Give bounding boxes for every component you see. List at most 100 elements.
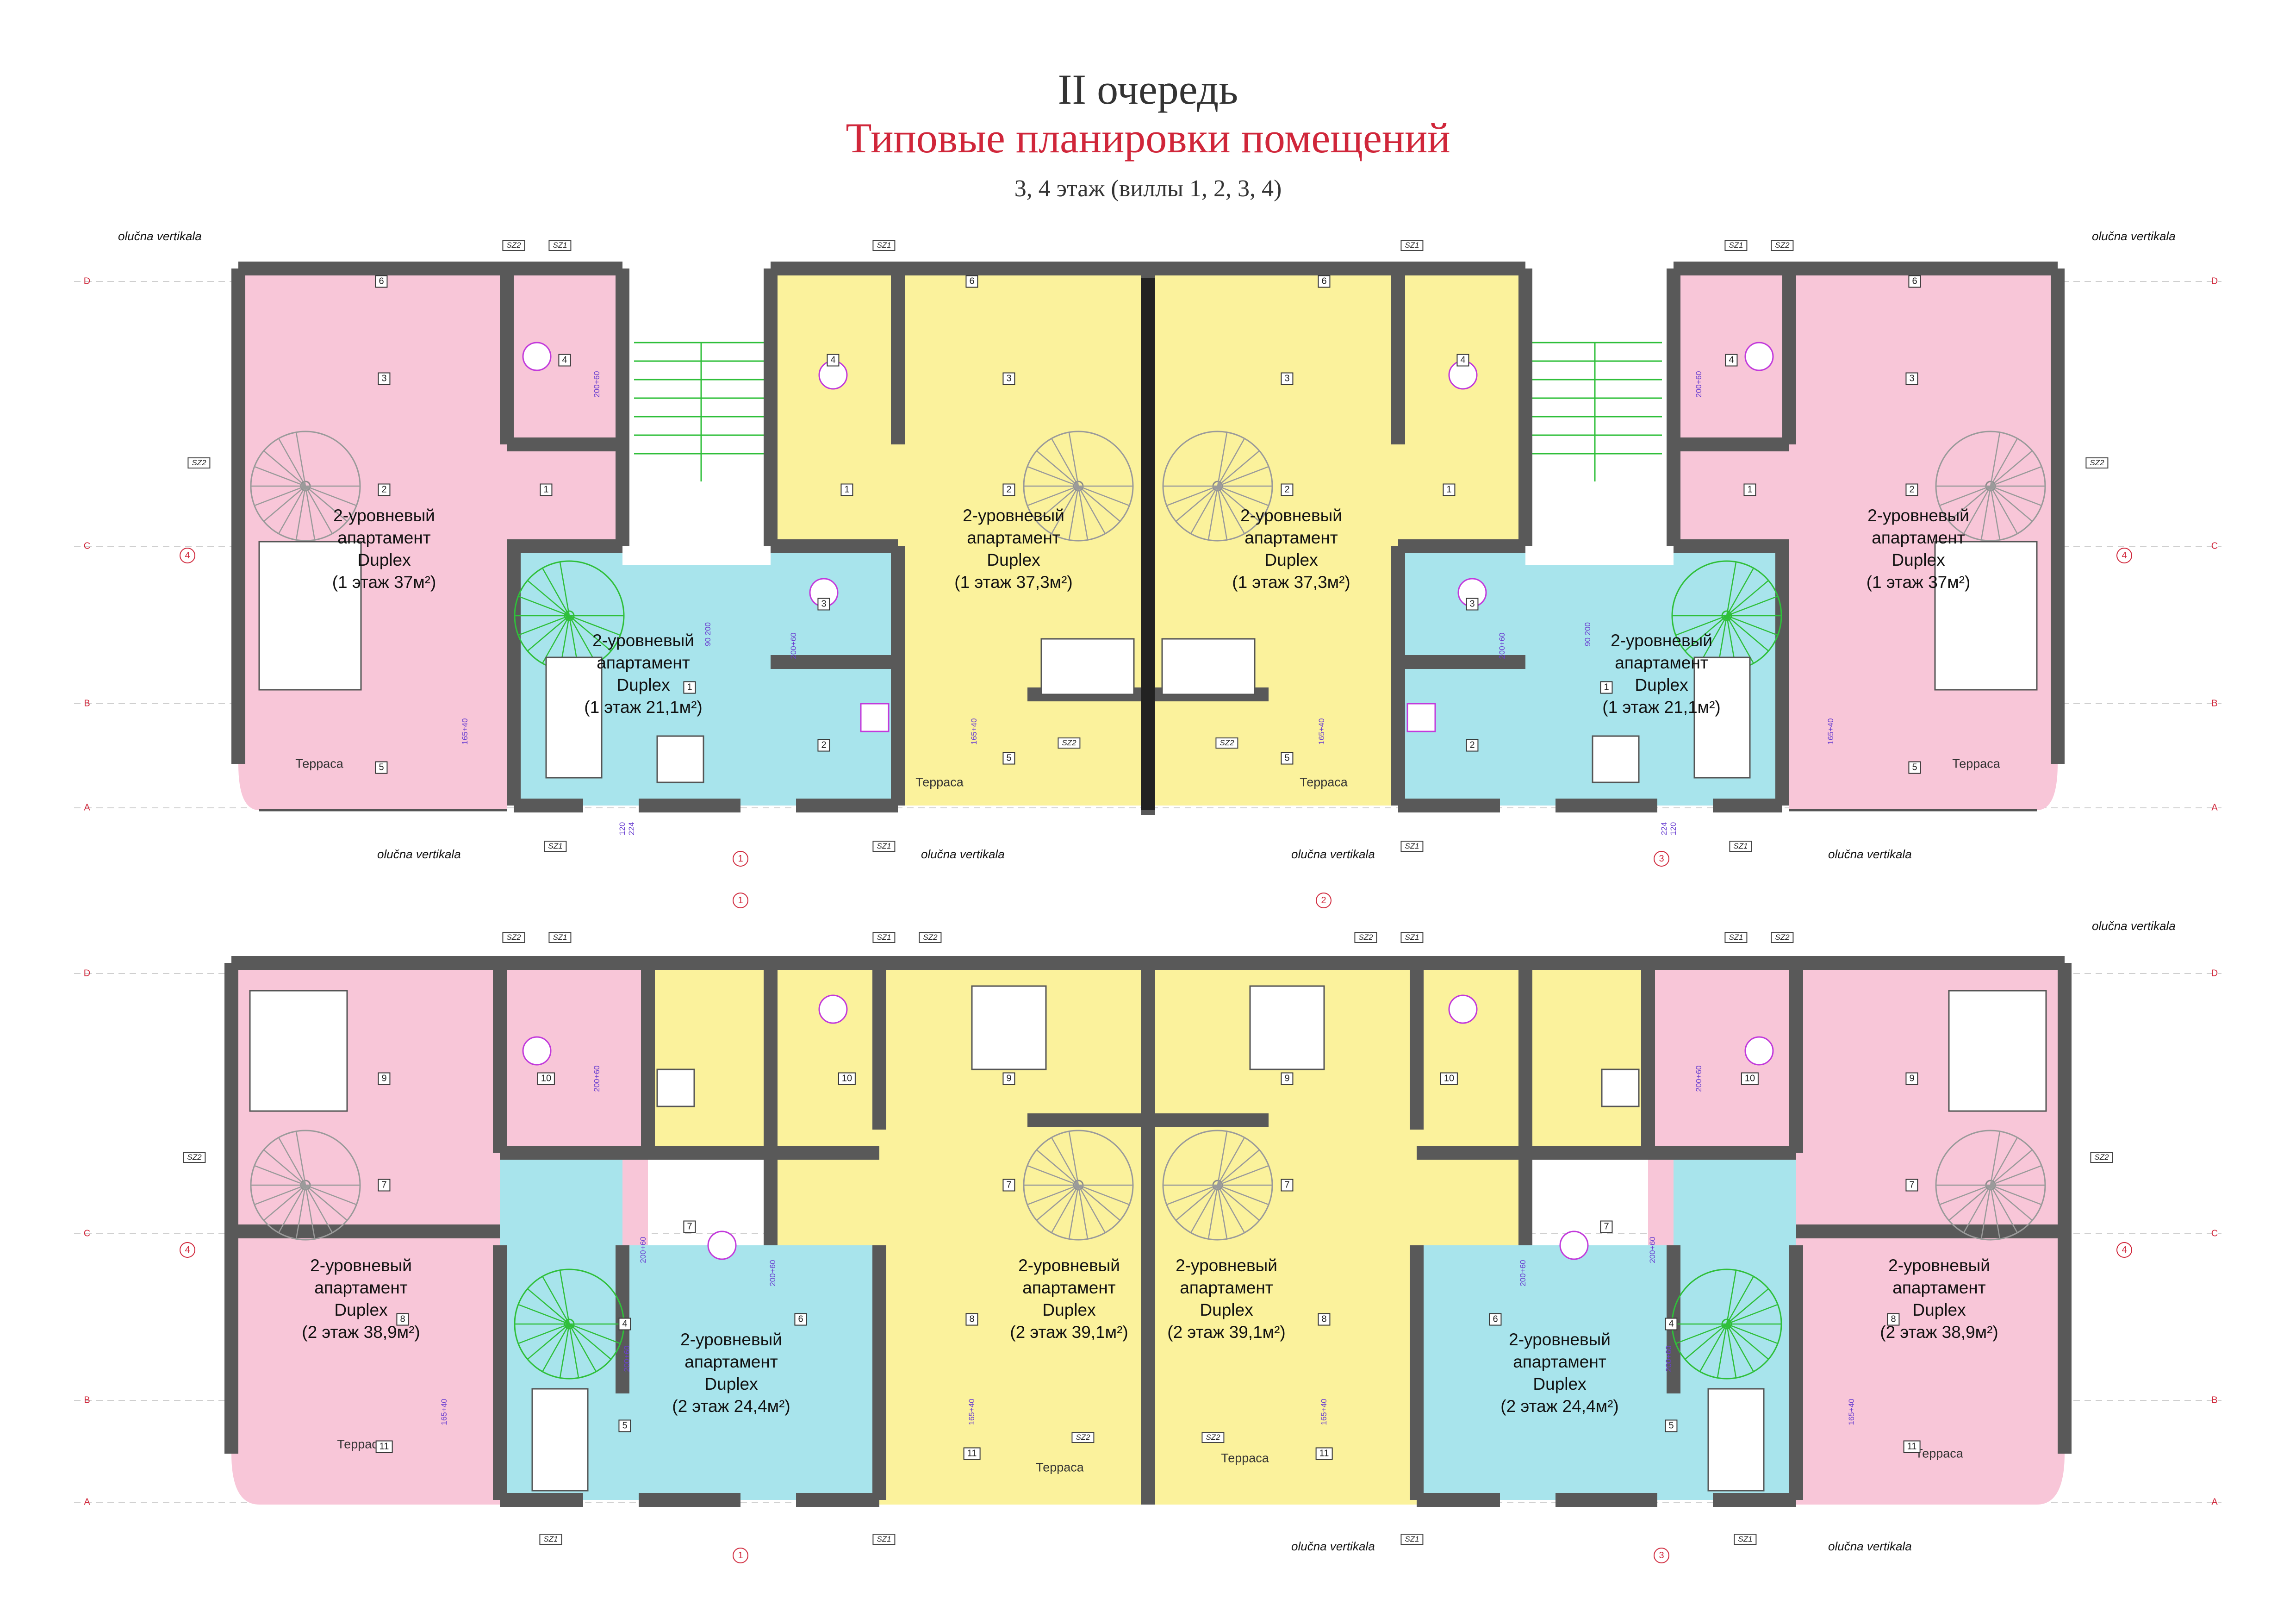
apartment-name: 2-уровневый — [1888, 1256, 1990, 1275]
apartment-area: (2 этаж 38,9м²) — [1880, 1323, 1998, 1342]
room-number: 1 — [840, 483, 853, 496]
room-number: 2 — [1002, 483, 1015, 496]
room-number: 8 — [1318, 1313, 1331, 1326]
callout-olucna-vertikala: olučna vertikala — [377, 847, 461, 861]
apartment-area: (1 этаж 37м²) — [332, 573, 436, 592]
sz-tag: SZ1 — [872, 1534, 896, 1545]
door-code: 200+60 — [1664, 1345, 1673, 1372]
room-number: 4 — [827, 354, 840, 367]
apartment-name: 2-уровневый — [1509, 1330, 1611, 1349]
door-code: 224 — [627, 822, 636, 836]
apartment-kind: апартамент — [967, 528, 1060, 547]
room-number: 11 — [1903, 1440, 1921, 1453]
apartment-kind: апартамент — [1180, 1278, 1273, 1297]
sz-tag: SZ2 — [2085, 457, 2109, 468]
apartment-type: Duplex — [1264, 550, 1318, 569]
apartment-name: 2-уровневый — [1867, 506, 1969, 525]
room-number: 8 — [396, 1313, 409, 1326]
sz-tag: SZ2 — [1771, 240, 1794, 251]
callout-olucna-vertikala: olučna vertikala — [921, 847, 1005, 861]
apartment-name: 2-уровневый — [310, 1256, 412, 1275]
door-code: 200+60 — [1694, 1065, 1703, 1092]
room-number: 10 — [1440, 1072, 1458, 1085]
door-code: 90 200 — [703, 622, 712, 646]
terrace-label: Терраса — [1221, 1451, 1269, 1465]
room-number: 6 — [1908, 275, 1921, 288]
terrace-label: Терраса — [1952, 756, 2000, 771]
terrace-label: Терраса — [295, 756, 343, 771]
room-number: 3 — [1466, 598, 1479, 611]
door-code: 200+60 — [592, 1065, 601, 1092]
door-code: 200+60 — [768, 1260, 777, 1287]
callout-olucna-vertikala: olučna vertikala — [118, 229, 202, 243]
room-number: 5 — [1281, 752, 1294, 765]
door-code: 120 — [1669, 822, 1678, 836]
room-number: 7 — [683, 1220, 696, 1233]
terrace-label: Терраса — [1915, 1446, 1963, 1461]
sz-tag: SZ2 — [1771, 932, 1794, 943]
apartment-name: 2-уровневый — [333, 506, 435, 525]
callout-olucna-vertikala: olučna vertikala — [1291, 847, 1375, 861]
room-number: 3 — [817, 598, 830, 611]
room-number: 8 — [965, 1313, 978, 1326]
apartment-area: (2 этаж 38,9м²) — [302, 1323, 420, 1342]
axis-letter: A — [84, 802, 90, 813]
callout-olucna-vertikala: olučna vertikala — [2092, 229, 2176, 243]
apartment-type: Duplex — [1200, 1300, 1253, 1319]
axis-letter: A — [2211, 802, 2218, 813]
apartment-name: 2-уровневый — [1240, 506, 1342, 525]
axis-number: 4 — [2116, 548, 2132, 563]
apartment-area: (2 этаж 39,1м²) — [1010, 1323, 1128, 1342]
room-number: 6 — [1318, 275, 1331, 288]
callout-olucna-vertikala: olučna vertikala — [2092, 919, 2176, 933]
door-code: 200+60 — [1694, 371, 1703, 398]
sz-tag: SZ1 — [1400, 932, 1424, 943]
room-number: 2 — [378, 483, 391, 496]
apartment-name: 2-уровневый — [1018, 1256, 1120, 1275]
apartment-area: (1 этаж 37,3м²) — [954, 573, 1073, 592]
axis-letter: D — [83, 968, 91, 979]
apartment-type: Duplex — [1635, 675, 1688, 694]
axis-number: 1 — [733, 893, 748, 908]
axis-number: 4 — [180, 548, 195, 563]
room-number: 9 — [1002, 1072, 1015, 1085]
callout-olucna-vertikala: olučna vertikala — [1828, 847, 1912, 861]
axis-letter: B — [84, 1395, 90, 1405]
room-number: 4 — [618, 1318, 631, 1330]
room-number: 1 — [540, 483, 553, 496]
room-number: 3 — [1002, 372, 1015, 385]
sz-tag: SZ2 — [183, 1152, 206, 1163]
sz-tag: SZ1 — [1400, 841, 1424, 852]
axis-letter: C — [2211, 541, 2218, 551]
sz-tag: SZ2 — [1201, 1432, 1225, 1443]
door-code: 200+60 — [592, 371, 601, 398]
room-number: 3 — [1905, 372, 1918, 385]
apartment-kind: апартамент — [337, 528, 431, 547]
apartment-type: Duplex — [616, 675, 670, 694]
apartment-kind: апартамент — [1513, 1352, 1606, 1371]
sz-tag: SZ2 — [1058, 737, 1081, 749]
terrace-label: Терраса — [1036, 1460, 1084, 1474]
door-code: 200+60 — [1648, 1237, 1657, 1263]
sz-tag: SZ1 — [872, 240, 896, 251]
door-code: 90 200 — [1583, 622, 1592, 646]
apartment-type: Duplex — [357, 550, 411, 569]
apartment-kind: апартамент — [1244, 528, 1338, 547]
callout-olucna-vertikala: olučna vertikala — [1291, 1539, 1375, 1553]
callout-olucna-vertikala: olučna vertikala — [1828, 1539, 1912, 1553]
sz-tag: SZ1 — [1724, 932, 1748, 943]
sz-tag: SZ2 — [2090, 1152, 2113, 1163]
sheet-title: Типовые планировки помещений — [846, 114, 1450, 162]
axis-letter: C — [2211, 1228, 2218, 1239]
room-number: 7 — [378, 1179, 391, 1192]
room-number: 9 — [1281, 1072, 1294, 1085]
apartment-name: 2-уровневый — [592, 631, 694, 650]
